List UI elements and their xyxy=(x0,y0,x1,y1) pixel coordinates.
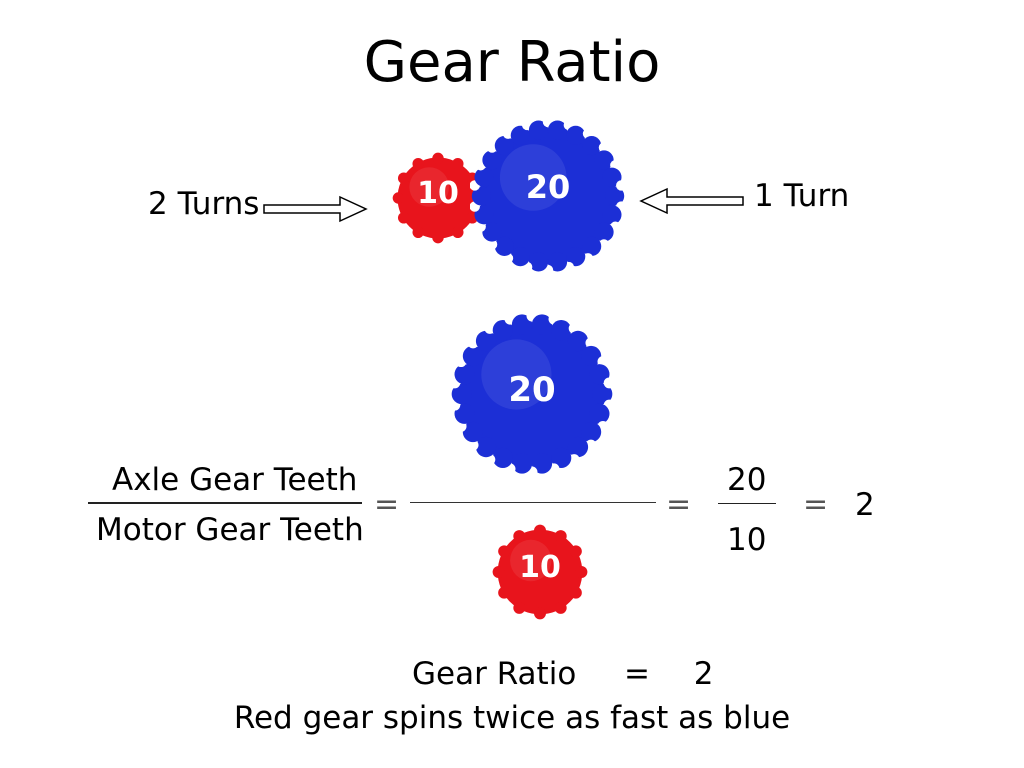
red-gear-label: 10 xyxy=(417,176,459,211)
blue-gear-middle-label: 20 xyxy=(508,370,556,410)
red-gear-bottom-label: 10 xyxy=(519,550,561,585)
equals-sign-3: = xyxy=(803,487,829,522)
slide-title: Gear Ratio xyxy=(363,30,661,95)
red-gear-shape xyxy=(392,152,484,244)
equals-sign-2: = xyxy=(666,487,692,522)
fraction-bar-right xyxy=(718,503,776,504)
fraction-denominator-number: 10 xyxy=(727,522,767,558)
numerator-text: Axle Gear Teeth xyxy=(112,462,358,498)
fraction-bar-left xyxy=(88,502,362,504)
blue-gear-shape xyxy=(469,116,627,276)
blue-gear-top: 20 xyxy=(469,116,627,276)
blue-gear-middle: 20 xyxy=(449,310,615,478)
fraction-bar-middle xyxy=(410,502,656,503)
blue-gear-label: 20 xyxy=(525,168,571,206)
summary-value: 2 xyxy=(693,656,714,692)
red-gear-bottom: 10 xyxy=(490,522,590,622)
summary-line-2: Red gear spins twice as fast as blue xyxy=(233,700,791,736)
summary-gear-ratio-label: Gear Ratio xyxy=(412,656,577,692)
red-gear-shape-bottom xyxy=(492,524,588,620)
denominator-text: Motor Gear Teeth xyxy=(96,512,364,548)
summary-equals: = xyxy=(624,656,650,692)
arrow-left-icon xyxy=(639,187,744,215)
left-turns-label: 2 Turns xyxy=(148,186,260,222)
summary-line-1: Gear Ratio = 2 xyxy=(412,656,713,692)
arrow-right-icon xyxy=(263,195,368,223)
right-turns-label: 1 Turn xyxy=(754,178,850,214)
red-gear-top: 10 xyxy=(390,150,486,246)
fraction-numerator-number: 20 xyxy=(727,462,767,498)
equals-sign-1: = xyxy=(374,487,400,522)
blue-gear-shape-middle xyxy=(449,310,615,478)
result-value: 2 xyxy=(855,487,875,523)
